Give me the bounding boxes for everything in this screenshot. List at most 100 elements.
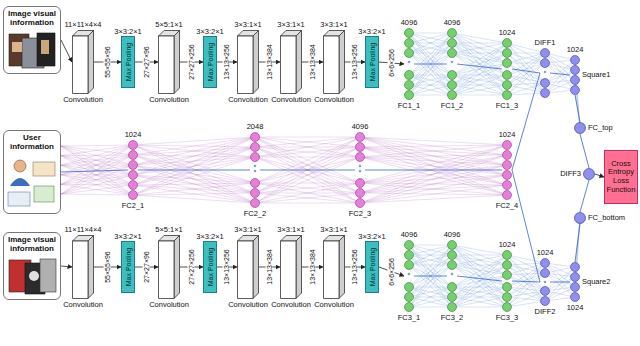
fc-connection bbox=[409, 43, 452, 85]
neuron bbox=[448, 81, 457, 90]
fc-connection bbox=[360, 155, 507, 203]
layer-shape bbox=[540, 258, 550, 306]
fc-connection bbox=[409, 255, 452, 307]
fc-connection bbox=[409, 255, 452, 297]
node-label: 1024 bbox=[537, 249, 554, 257]
node-label: Max Pooling bbox=[207, 248, 214, 287]
fc-connection bbox=[133, 193, 255, 195]
fc-connection bbox=[61, 185, 133, 194]
fc-connection bbox=[409, 33, 452, 43]
fc-connection bbox=[507, 301, 545, 307]
photo-detail bbox=[41, 40, 49, 54]
fc-connection bbox=[133, 145, 255, 183]
fc-connection bbox=[409, 53, 452, 54]
neuron bbox=[584, 169, 595, 180]
fc-connection bbox=[255, 193, 360, 203]
neuron bbox=[571, 293, 580, 302]
node-label: 3×3:2×1 bbox=[196, 28, 224, 36]
fc-connection bbox=[507, 273, 545, 275]
node-label: Convolution bbox=[149, 301, 189, 309]
fc-layer: 4096FC1_1 bbox=[404, 28, 414, 100]
fc-connection bbox=[61, 165, 133, 175]
fc-connection bbox=[452, 255, 507, 297]
fc-connection bbox=[133, 195, 255, 203]
fc-connection bbox=[133, 137, 255, 175]
neuron-node: FC_bottom bbox=[574, 212, 586, 224]
fc-connection bbox=[409, 53, 452, 95]
node-label: 4096 bbox=[444, 19, 461, 27]
ellipsis-dot bbox=[451, 61, 454, 64]
node-label: Convolution bbox=[228, 301, 268, 309]
fc-connection bbox=[452, 255, 507, 275]
ellipsis-dot bbox=[359, 170, 362, 173]
node-label: FC2_4 bbox=[496, 202, 519, 210]
fc-connection bbox=[507, 263, 545, 287]
fc-connection bbox=[452, 307, 507, 308]
node-label: 3×3:1×1 bbox=[234, 21, 262, 29]
fc-link bbox=[457, 276, 502, 281]
fc-connection bbox=[452, 43, 507, 75]
fc-link bbox=[414, 276, 447, 277]
fc-layer: 2048FC2_2 bbox=[250, 132, 260, 208]
fc-link bbox=[414, 64, 447, 65]
dimension-label: 13×13×384 bbox=[265, 43, 272, 80]
cuboid-side bbox=[339, 31, 345, 94]
flow-arrow bbox=[61, 266, 72, 267]
dimension-label: 13×13×384 bbox=[265, 248, 272, 285]
neuron bbox=[448, 303, 457, 312]
fc-connection bbox=[61, 194, 133, 195]
cuboid-front bbox=[281, 36, 297, 94]
node-label: 1024 bbox=[567, 304, 584, 312]
fc-connection bbox=[409, 245, 452, 297]
fc-connection bbox=[255, 147, 360, 203]
neuron bbox=[571, 86, 580, 95]
fc-connection bbox=[61, 145, 133, 175]
neuron bbox=[448, 293, 457, 302]
fc-connection bbox=[545, 53, 575, 80]
fc-connection bbox=[452, 287, 507, 307]
fc-connection bbox=[452, 245, 507, 297]
photo bbox=[40, 259, 56, 292]
dimension-label: 6×6×256 bbox=[387, 48, 394, 78]
neuron bbox=[251, 189, 260, 198]
fc-connection bbox=[255, 183, 360, 193]
fc-connection bbox=[409, 265, 452, 307]
profile-card bbox=[8, 192, 30, 206]
node-label: FC3_1 bbox=[398, 314, 421, 322]
node-label: 3×3:2×1 bbox=[114, 233, 142, 241]
conv-layer: 3×3:1×1Convolution bbox=[237, 235, 259, 299]
neuron bbox=[251, 133, 260, 142]
fc-connection bbox=[61, 156, 133, 165]
neuron bbox=[129, 171, 138, 180]
fc-link bbox=[580, 134, 589, 168]
neuron bbox=[503, 261, 512, 270]
neuron bbox=[503, 39, 512, 48]
neuron bbox=[571, 66, 580, 75]
layer-shape bbox=[158, 30, 180, 94]
fc-connection bbox=[255, 137, 360, 193]
fc-link bbox=[512, 73, 540, 170]
neuron bbox=[356, 189, 365, 198]
fc-layer: 4096FC3_2 bbox=[447, 240, 457, 312]
neuron bbox=[541, 59, 550, 68]
fc-connection bbox=[452, 33, 507, 75]
neuron bbox=[541, 79, 550, 88]
cuboid-side bbox=[174, 31, 180, 94]
fc-connection bbox=[409, 255, 452, 297]
node-label: Cross Entropy Loss Function bbox=[605, 159, 637, 196]
node-label: Image visual information bbox=[4, 7, 60, 29]
photo bbox=[37, 33, 55, 66]
node-label: 5×5:1×1 bbox=[155, 21, 183, 29]
conv-layer: 3×3:1×1Convolution bbox=[280, 235, 302, 299]
neuron bbox=[448, 91, 457, 100]
conv-layer: 11×11×4×4Convolution bbox=[72, 30, 94, 94]
dimension-label: 55×55×96 bbox=[103, 45, 110, 79]
cuboid-side bbox=[296, 236, 302, 299]
node-label: Convolution bbox=[314, 301, 354, 309]
fc-connection bbox=[409, 43, 452, 85]
neuron bbox=[356, 199, 365, 208]
layer-shape bbox=[502, 38, 512, 100]
dimension-label: 13×13×256 bbox=[351, 248, 358, 285]
node-label: 4096 bbox=[401, 231, 418, 239]
neuron bbox=[503, 141, 512, 150]
